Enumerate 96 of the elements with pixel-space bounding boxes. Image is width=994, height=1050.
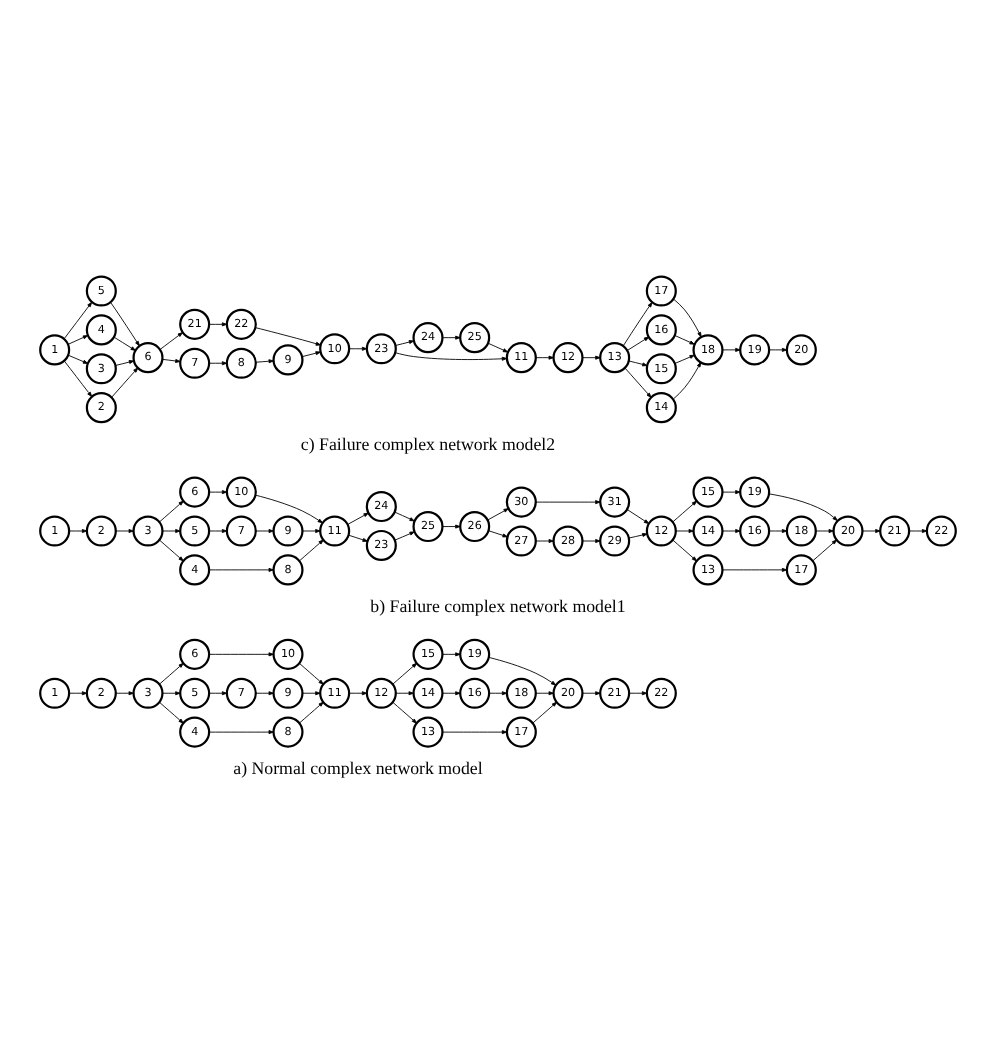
label: b) Failure complex network model1: [369, 594, 625, 615]
arrow: [254, 528, 273, 532]
arrow: [207, 566, 273, 571]
arrow: [207, 360, 227, 365]
arrow: [721, 566, 787, 571]
arrow: [161, 357, 180, 362]
arrow: [441, 523, 460, 528]
arrow: [297, 700, 323, 723]
arrow: [114, 690, 133, 695]
arrow: [207, 489, 227, 494]
arrow: [393, 510, 414, 521]
arrow: [487, 690, 507, 695]
arrow: [581, 354, 600, 359]
arrow: [627, 531, 647, 538]
arrow: [110, 366, 138, 397]
arrow: [207, 321, 227, 326]
arrow: [486, 341, 508, 352]
arrow: [534, 499, 600, 504]
arrow: [254, 326, 320, 345]
arrow: [62, 300, 92, 338]
arrow: [671, 499, 697, 522]
arrow: [674, 528, 693, 532]
arrow: [721, 489, 740, 494]
arrow: [672, 360, 701, 399]
arrow: [486, 507, 508, 520]
arrow: [347, 345, 367, 350]
arrow: [487, 655, 556, 685]
arrow: [487, 529, 507, 537]
arrow: [109, 301, 139, 346]
arrow: [207, 528, 227, 532]
arrow: [534, 690, 553, 695]
arrow: [207, 729, 273, 734]
arrow: [767, 528, 787, 532]
arrow: [161, 528, 180, 532]
arrow: [112, 335, 135, 350]
arrow: [581, 690, 600, 695]
arrow: [441, 651, 460, 656]
arrow: [297, 661, 323, 684]
label: c) Failure complex network model2: [299, 432, 555, 453]
arrow: [721, 528, 740, 532]
arrow: [626, 508, 649, 523]
arrow: [531, 700, 557, 723]
arrow: [157, 538, 183, 561]
arrow: [114, 528, 133, 532]
arrow: [627, 359, 647, 366]
arrow: [300, 350, 320, 357]
arrow: [347, 690, 367, 695]
arrow: [621, 301, 652, 346]
arrow: [623, 366, 651, 397]
arrow: [391, 700, 417, 723]
arrow: [301, 690, 320, 695]
arrow: [157, 499, 183, 522]
arrow: [254, 690, 273, 695]
arrow: [67, 528, 87, 532]
arrow: [534, 354, 553, 359]
arrow: [671, 538, 697, 561]
arrow: [393, 530, 414, 540]
arrow: [861, 528, 880, 532]
arrow: [301, 528, 320, 532]
label: a) Normal complex network model: [232, 757, 482, 778]
arrow: [157, 700, 183, 723]
arrow: [627, 690, 647, 695]
arrow: [767, 346, 787, 351]
arrow: [254, 493, 322, 523]
arrow: [62, 359, 92, 396]
arrow: [207, 651, 273, 656]
arrow: [767, 492, 837, 520]
arrow: [581, 538, 600, 542]
arrow: [161, 690, 180, 695]
arrow: [67, 690, 87, 695]
arrow: [114, 359, 134, 365]
arrow: [673, 353, 694, 363]
arrow: [66, 334, 88, 344]
arrow: [66, 353, 88, 363]
arrow: [626, 335, 649, 350]
arrow: [672, 297, 701, 337]
arrow: [394, 690, 413, 695]
arrow: [907, 528, 927, 532]
arrow: [393, 351, 507, 360]
arrow: [391, 661, 417, 684]
arrow: [673, 334, 694, 344]
arrow: [158, 331, 182, 349]
arrow: [721, 346, 740, 351]
arrow: [347, 533, 367, 541]
arrow: [811, 538, 837, 561]
arrow: [207, 690, 227, 695]
arrow: [441, 334, 460, 339]
arrow: [157, 661, 183, 684]
arrow: [814, 528, 833, 532]
arrow: [394, 339, 414, 345]
arrow: [346, 511, 368, 524]
arrow: [534, 538, 553, 542]
arrow: [441, 729, 507, 734]
arrow: [297, 538, 323, 561]
arrow: [254, 358, 273, 363]
arrow: [441, 690, 460, 695]
